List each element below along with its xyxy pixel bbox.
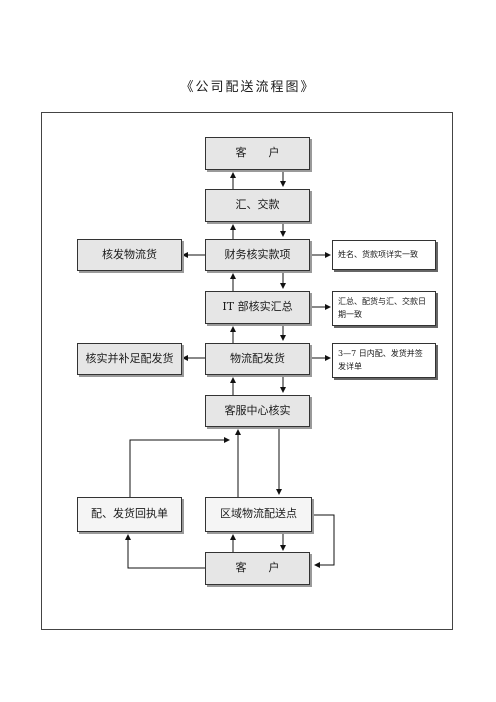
node-logistics-dispatch: 物流配发货 (205, 343, 310, 375)
arrow-receipt-to-service (129, 437, 230, 498)
node-customer-top: 客 户 (205, 137, 310, 170)
node-remit: 汇、交款 (205, 189, 310, 222)
note-finance: 姓名、货款项详实一致 (332, 240, 436, 270)
node-regional-point: 区域物流配送点 (205, 497, 312, 532)
note-it: 汇总、配货与汇、交款日期一致 (332, 291, 436, 326)
node-finance-check: 财务核实款项 (205, 239, 310, 271)
node-customer-bottom: 客 户 (205, 552, 310, 585)
page-title: 《公司配送流程图》 (180, 80, 316, 95)
flowchart-frame (41, 112, 453, 630)
node-dispatch-logistics: 核发物流货 (77, 239, 182, 271)
note-logistics: 3—7 日内配、发货并签发详单 (332, 343, 436, 378)
arrow-customer-to-receipt (125, 534, 205, 569)
node-it-summary: IT 部核实汇总 (205, 291, 310, 324)
node-verify-supplement: 核实并补足配发货 (77, 343, 182, 375)
node-receipt: 配、发货回执单 (77, 497, 182, 532)
arrow-regional-loop-to-customer (312, 514, 335, 568)
node-service-check: 客服中心核实 (205, 395, 310, 427)
